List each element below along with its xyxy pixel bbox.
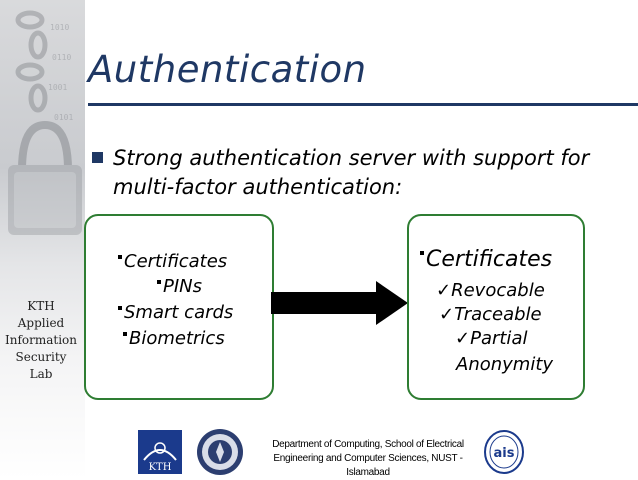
bullet-square-icon: [420, 251, 424, 255]
checkmark-icon: ✓: [436, 280, 452, 301]
svg-text:1001: 1001: [48, 83, 67, 92]
property-item: ✓Traceable: [439, 304, 542, 325]
factor-label: Smart cards: [124, 302, 234, 323]
bullet-square-icon: [157, 280, 161, 284]
lab-label-line: Security: [15, 350, 67, 364]
lab-label-line: Lab: [29, 367, 53, 381]
factor-item: Biometrics: [123, 328, 225, 349]
main-bullet-text: Strong authentication server with suppor…: [113, 146, 590, 199]
property-label: Traceable: [454, 304, 542, 325]
ais-logo: ais: [484, 430, 524, 474]
title-divider: [88, 103, 638, 106]
lab-label-line: Applied: [17, 316, 65, 330]
padlock-chain-image: 1010 0110 1001 0101: [8, 10, 82, 235]
factor-label: Certificates: [124, 251, 228, 272]
factor-item: Certificates: [118, 251, 227, 272]
svg-text:1010: 1010: [50, 23, 69, 32]
footer-line: Department of Computing, School of Elect…: [272, 439, 464, 450]
svg-text:0101: 0101: [54, 113, 73, 122]
right-arrow-icon: [271, 281, 408, 325]
bullet-square-icon: [92, 152, 103, 163]
kth-logo-text: KTH: [149, 462, 172, 473]
checkmark-icon: ✓: [455, 328, 471, 349]
bullet-square-icon: [123, 332, 127, 336]
sidebar-panel: 1010 0110 1001 0101 KTH Applied Informatio…: [0, 0, 85, 479]
property-continuation: Anonymity: [456, 354, 554, 375]
lab-label-line: Information: [4, 333, 78, 347]
ais-logo-text: ais: [494, 446, 515, 461]
checkmark-icon: ✓: [439, 304, 455, 325]
certificates-heading: Certificates: [420, 247, 552, 272]
property-label: Revocable: [451, 280, 545, 301]
property-item: ✓Partial: [455, 328, 527, 349]
footer-line: Engineering and Computer Sciences, NUST …: [273, 453, 463, 464]
certificates-box: [407, 214, 585, 400]
nust-logo: [197, 429, 243, 475]
footer-affiliation: Department of Computing, School of Elect…: [258, 438, 478, 480]
certificates-heading-label: Certificates: [426, 247, 553, 272]
slide-title: Authentication: [88, 48, 367, 91]
factor-item: Smart cards: [118, 302, 233, 323]
footer-line: Islamabad: [346, 467, 390, 478]
lab-label: KTH Applied Information Security Lab: [0, 298, 82, 383]
svg-text:0110: 0110: [52, 53, 71, 62]
lab-label-line: KTH: [27, 299, 55, 313]
kth-logo: KTH: [138, 430, 182, 474]
property-item: ✓Revocable: [436, 280, 545, 301]
factor-item: PINs: [157, 276, 202, 297]
factor-label: Biometrics: [129, 328, 225, 349]
bullet-square-icon: [118, 306, 122, 310]
factor-label: PINs: [163, 276, 203, 297]
property-label: Partial: [470, 328, 528, 349]
bullet-square-icon: [118, 255, 122, 259]
